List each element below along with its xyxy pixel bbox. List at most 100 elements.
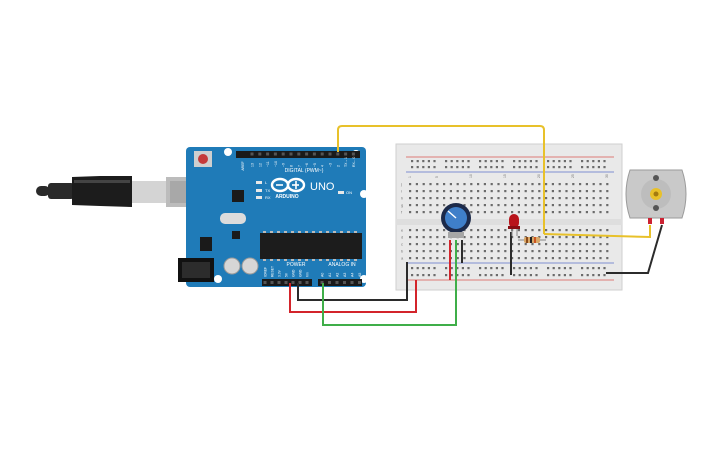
digital-pin-label: 2 — [336, 165, 340, 167]
tx-led — [256, 189, 262, 192]
column-number: 1 — [408, 176, 412, 178]
power-pin-2[interactable] — [277, 281, 281, 284]
capacitor-2 — [241, 257, 259, 275]
capacitor-1 — [223, 257, 241, 275]
digital-pin-8[interactable] — [312, 152, 316, 156]
dc-motor-icon[interactable] — [625, 169, 687, 224]
digital-pin-label: ~3 — [329, 163, 333, 167]
power-pin-label: 5V — [285, 272, 289, 277]
black-wire-motor[interactable] — [606, 224, 663, 274]
digital-pin-0[interactable] — [250, 152, 254, 156]
reset-button-icon[interactable] — [194, 151, 212, 167]
crystal — [220, 213, 246, 224]
on-led — [338, 191, 344, 194]
analog-pin-1[interactable] — [328, 281, 331, 284]
aref-label: AREF — [241, 161, 245, 170]
yellow-wire-breadboard-to-motor[interactable] — [543, 225, 651, 239]
row-letter: e — [401, 228, 404, 233]
analog-pin-2[interactable] — [335, 281, 339, 284]
digital-pin-4[interactable] — [281, 152, 285, 156]
rx-led — [256, 196, 262, 199]
potentiometer-icon[interactable] — [441, 203, 471, 238]
digital-pin-1[interactable] — [258, 152, 262, 156]
column-number: 20 — [537, 174, 541, 178]
column-number: 25 — [571, 174, 575, 178]
power-pin-label: GND — [292, 269, 296, 277]
power-pin-4[interactable] — [291, 281, 295, 284]
power-pin-3[interactable] — [284, 281, 288, 284]
row-letter: h — [401, 196, 403, 201]
digital-pin-11[interactable] — [336, 152, 340, 156]
rx-led-label: RX — [265, 195, 271, 200]
power-label: POWER — [287, 262, 306, 268]
resistor-icon[interactable] — [518, 237, 546, 243]
digital-pin-label: RX←0 — [352, 157, 356, 167]
digital-pin-10[interactable] — [328, 152, 332, 156]
row-letter: i — [401, 189, 402, 194]
digital-pin-13[interactable] — [351, 152, 355, 156]
digital-pin-12[interactable] — [344, 152, 348, 156]
digital-pin-3[interactable] — [273, 152, 277, 156]
power-pin-6[interactable] — [305, 281, 309, 284]
analog-pin-label: A1 — [328, 273, 332, 277]
digital-pin-7[interactable] — [305, 152, 309, 156]
power-pin-5[interactable] — [298, 281, 302, 284]
digital-header-label: DIGITAL (PWM~) — [285, 168, 324, 174]
power-pin-label: 3.3V — [278, 269, 282, 277]
digital-pin-9[interactable] — [320, 152, 324, 156]
column-number: 5 — [435, 176, 439, 178]
brand-label: ARDUINO — [275, 194, 298, 200]
row-letter: a — [401, 256, 404, 261]
green-wire-a0[interactable] — [322, 240, 457, 326]
row-letter: d — [401, 235, 403, 240]
analog-pin-label: A0 — [321, 273, 325, 277]
l-led — [256, 181, 262, 184]
digital-pin-label: 13 — [251, 163, 255, 167]
digital-pin-label: TX→1 — [344, 157, 348, 167]
power-pin-label: Vin — [306, 272, 310, 277]
digital-pin-6[interactable] — [297, 152, 301, 156]
wires[interactable] — [289, 125, 663, 326]
analog-pin-label: A3 — [343, 273, 347, 277]
usb-cable-icon[interactable] — [36, 176, 204, 207]
analog-pin-label: A4 — [351, 273, 355, 277]
tx-led-label: TX — [265, 188, 270, 193]
column-number: 30 — [605, 174, 609, 178]
digital-pin-label: 12 — [258, 163, 262, 167]
model-label: UNO — [310, 181, 335, 193]
row-letter: b — [401, 249, 404, 254]
black-wire-gnd[interactable] — [297, 262, 408, 301]
analog-pin-0[interactable] — [320, 281, 324, 284]
digital-pin-label: ~9 — [282, 163, 286, 167]
analog-header[interactable] — [318, 279, 362, 286]
digital-pin-label: ~11 — [266, 161, 270, 167]
power-pin-label: IOREF — [264, 267, 268, 277]
power-pin-label: RESET — [271, 266, 275, 277]
red-wire-5v[interactable] — [289, 280, 417, 313]
digital-pin-label: 8 — [290, 165, 294, 167]
column-number: 15 — [503, 174, 507, 178]
row-letter: g — [401, 203, 403, 208]
analog-pin-5[interactable] — [358, 281, 361, 284]
led-icon[interactable] — [508, 214, 520, 236]
analog-pin-4[interactable] — [350, 281, 354, 284]
digital-pin-label: ~6 — [305, 163, 309, 167]
power-pin-1[interactable] — [270, 281, 274, 284]
arduino-infinity-logo-icon — [270, 177, 306, 193]
analog-pin-3[interactable] — [343, 281, 346, 284]
small-chip — [232, 231, 240, 239]
column-number: 10 — [469, 174, 473, 178]
row-letter: f — [401, 210, 403, 215]
voltage-regulator — [200, 237, 212, 251]
power-pin-0[interactable] — [263, 281, 267, 284]
yellow-wire-arduino-to-breadboard[interactable] — [337, 125, 545, 234]
digital-pin-5[interactable] — [289, 152, 293, 156]
digital-pin-2[interactable] — [266, 152, 270, 156]
